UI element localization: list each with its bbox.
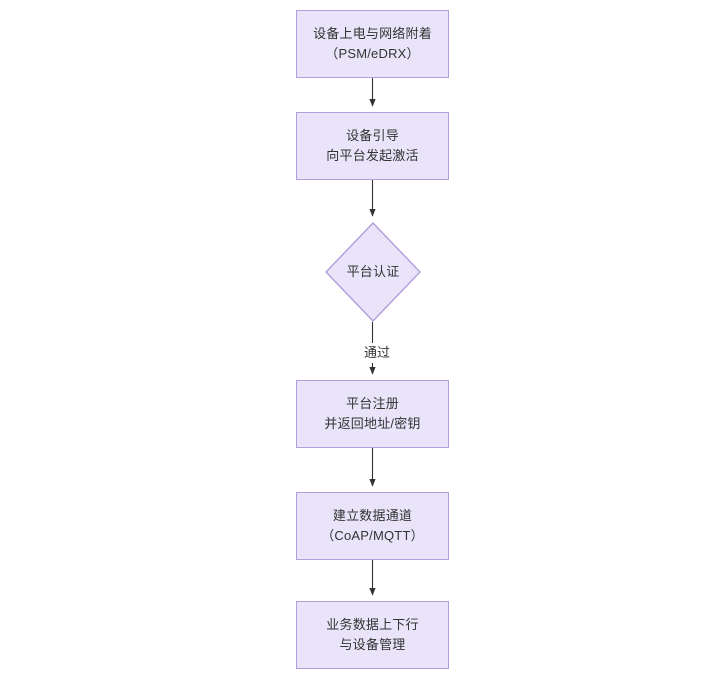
flow-node-label: 业务数据上下行 与设备管理 <box>326 617 419 652</box>
flow-node-establish-data-channel[interactable]: 建立数据通道 （CoAP/MQTT） <box>296 492 449 560</box>
flow-node-platform-registration[interactable]: 平台注册 并返回地址/密钥 <box>296 380 449 448</box>
flow-node-device-power-on[interactable]: 设备上电与网络附着 （PSM/eDRX） <box>296 10 449 78</box>
flow-node-business-data-and-device-management[interactable]: 业务数据上下行 与设备管理 <box>296 601 449 669</box>
flow-node-platform-authentication[interactable]: 平台认证 <box>325 222 421 322</box>
flow-node-label: 平台认证 <box>346 264 400 279</box>
flow-node-label: 设备上电与网络附着 （PSM/eDRX） <box>313 26 432 61</box>
flow-node-label: 设备引导 向平台发起激活 <box>326 128 419 163</box>
flow-node-label: 平台注册 并返回地址/密钥 <box>324 396 421 431</box>
diamond-shape-icon <box>325 222 421 322</box>
flow-node-device-bootstrap[interactable]: 设备引导 向平台发起激活 <box>296 112 449 180</box>
flow-node-label: 建立数据通道 （CoAP/MQTT） <box>321 508 424 543</box>
edge-label-pass: 通过 <box>355 343 399 363</box>
